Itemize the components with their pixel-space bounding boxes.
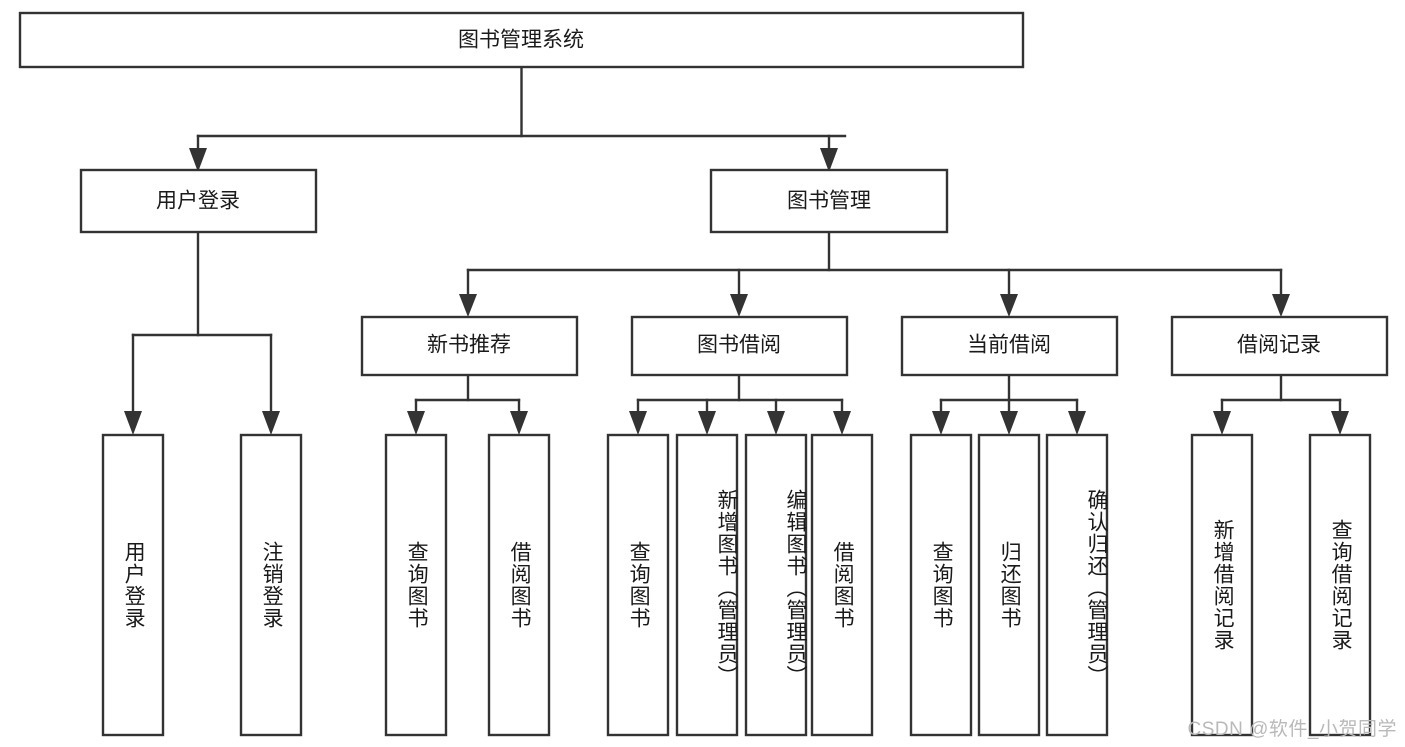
node-book-manage[interactable]: 图书管理 (709, 168, 949, 234)
node-book-borrow-box[interactable] (630, 315, 849, 377)
node-new-book-rec[interactable]: 新书推荐 (360, 315, 579, 377)
arrowhead-newbook-icon (459, 294, 477, 317)
node-current-borrow-label: 当前借阅 (967, 334, 1051, 357)
arrowhead-leaf-user-login-icon (124, 411, 142, 435)
node-new-book-rec-box[interactable] (360, 315, 579, 377)
node-user-login-label: 用户登录 (156, 190, 240, 213)
node-user-login[interactable]: 用户登录 (79, 168, 318, 234)
arrowhead-borrow-edit-icon (767, 411, 785, 435)
node-current-borrow-box[interactable] (900, 315, 1119, 377)
arrowhead-rec-add-icon (1213, 411, 1231, 435)
arrowhead-cur-return-icon (1000, 411, 1018, 435)
node-new-book-rec-label: 新书推荐 (427, 334, 511, 357)
arrowhead-borrow-query-icon (629, 411, 647, 435)
node-leaf-cur-return-book-box[interactable] (977, 433, 1041, 737)
node-leaf-rec-query-record-box[interactable] (1308, 433, 1372, 737)
arrowhead-user-login-icon (189, 148, 207, 172)
arrowhead-record-icon (1272, 294, 1290, 317)
arrowhead-current-icon (1000, 294, 1018, 317)
node-borrow-record-box[interactable] (1170, 315, 1389, 377)
arrowhead-borrow-add-icon (698, 411, 716, 435)
arrowhead-rec-borrow-icon (510, 411, 528, 435)
node-book-manage-label: 图书管理 (787, 190, 871, 213)
node-book-manage-box[interactable] (709, 168, 949, 234)
node-leaf-user-login-box[interactable] (101, 433, 165, 737)
node-root[interactable]: 图书管理系统 (18, 11, 1025, 69)
node-book-borrow-label: 图书借阅 (697, 334, 781, 357)
arrowhead-borrow-icon (730, 294, 748, 317)
node-leaf-cur-confirm-return-box[interactable] (1045, 433, 1109, 737)
arrowhead-rec-query-icon (407, 411, 425, 435)
node-leaf-rec-borrow-book-box[interactable] (487, 433, 551, 737)
arrowhead-group (124, 148, 1349, 435)
node-leaf-user-logout-box[interactable] (239, 433, 303, 737)
arrowhead-borrow-borrow-icon (833, 411, 851, 435)
leaf-box-group (101, 433, 1372, 737)
arrowhead-cur-confirm-icon (1068, 411, 1086, 435)
node-leaf-rec-add-record-box[interactable] (1190, 433, 1254, 737)
node-leaf-cur-query-book-box[interactable] (909, 433, 973, 737)
arrowhead-leaf-user-logout-icon (262, 411, 280, 435)
csdn-watermark: CSDN @软件_小贺同学 (1187, 719, 1397, 740)
node-leaf-borrow-add-book-box[interactable] (675, 433, 739, 737)
node-borrow-record-label: 借阅记录 (1237, 334, 1321, 357)
node-leaf-rec-query-book-box[interactable] (384, 433, 448, 737)
node-borrow-record[interactable]: 借阅记录 (1170, 315, 1389, 377)
node-root-label: 图书管理系统 (458, 29, 584, 52)
node-leaf-borrow-borrow-book-box[interactable] (810, 433, 874, 737)
node-leaf-borrow-query-book-box[interactable] (606, 433, 670, 737)
node-leaf-borrow-edit-book-box[interactable] (744, 433, 808, 737)
arrowhead-book-manage-icon (820, 148, 838, 172)
node-user-login-box[interactable] (79, 168, 318, 234)
arrowhead-rec-query-record-icon (1331, 411, 1349, 435)
arrowhead-cur-query-icon (932, 411, 950, 435)
node-book-borrow[interactable]: 图书借阅 (630, 315, 849, 377)
node-root-box[interactable] (18, 11, 1025, 69)
node-current-borrow[interactable]: 当前借阅 (900, 315, 1119, 377)
